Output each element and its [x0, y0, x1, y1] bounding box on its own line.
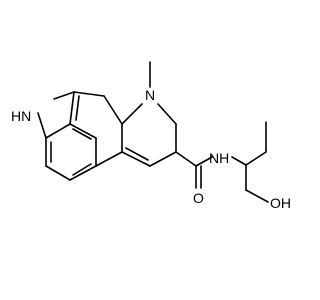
atom-labels: HN N NH O OH [11, 87, 291, 211]
bond [53, 91, 75, 100]
bond [73, 91, 105, 97]
bonds [37, 61, 269, 203]
bond [103, 95, 123, 125]
bond-inner [125, 147, 149, 161]
bond [45, 165, 71, 181]
structure-diagram: HN N NH O OH [11, 61, 291, 211]
bond [45, 123, 71, 139]
bond-inner [72, 128, 92, 140]
bond [37, 112, 47, 139]
bond [231, 156, 247, 166]
indole-nh-label: HN [11, 108, 31, 124]
bond [245, 151, 267, 166]
amine-n-label: N [145, 87, 155, 103]
bond [195, 156, 213, 167]
amide-nh-label: NH [209, 150, 229, 166]
hydroxyl-label: OH [270, 195, 291, 211]
bond-inner [72, 163, 92, 176]
bond [245, 189, 269, 203]
bond [121, 151, 151, 167]
bond [149, 151, 177, 167]
bond [69, 91, 75, 125]
bond [175, 151, 197, 167]
bond [121, 103, 143, 125]
carbonyl-o-label: O [193, 190, 204, 206]
bond [69, 165, 97, 181]
bond [95, 151, 123, 167]
bond [157, 103, 177, 125]
bond [69, 123, 97, 139]
bond-inner [75, 95, 80, 121]
